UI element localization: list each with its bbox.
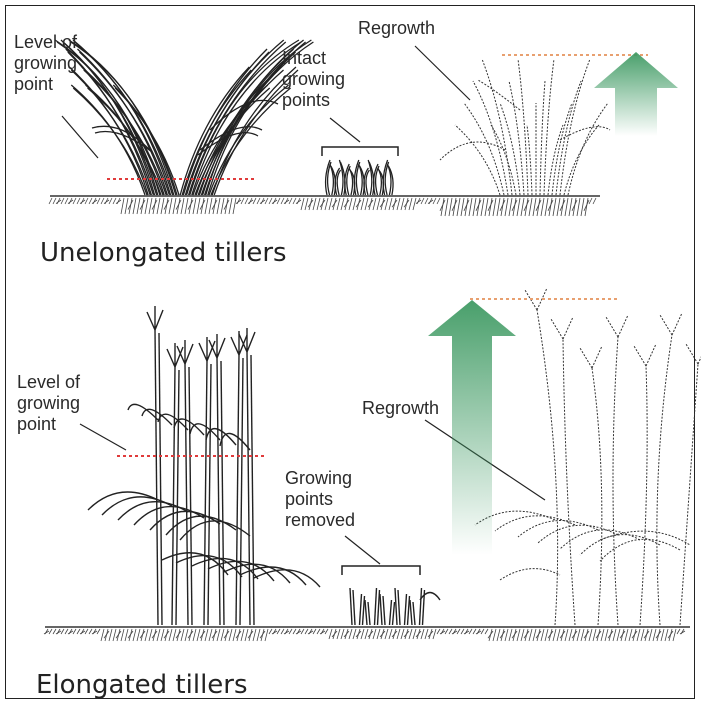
level-of-growing-point-label-top: Level of growing point	[14, 32, 77, 95]
grass-clump-grazed	[326, 160, 394, 195]
grass-clump-uncut	[55, 40, 313, 195]
elongated-stems-uncut	[88, 306, 320, 625]
elongated-tillers-caption: Elongated tillers	[36, 670, 248, 700]
regrowth-arrow-large	[428, 300, 516, 555]
elongated-stems-regrowth	[475, 288, 701, 625]
regrowth-label-bottom: Regrowth	[362, 398, 439, 419]
regrowth-label-top: Regrowth	[358, 18, 435, 39]
removed-bracket	[342, 566, 420, 575]
elongated-stems-cut	[350, 588, 440, 625]
unelongated-tillers-caption: Unelongated tillers	[40, 238, 287, 268]
intact-growing-points-label: Intact growing points	[282, 48, 345, 111]
intact-bracket	[322, 147, 398, 156]
soil-hatch-top	[49, 198, 596, 216]
regrowth-arrow-small	[594, 52, 678, 136]
soil-hatch-bottom	[44, 629, 685, 641]
level-of-growing-point-label-bottom: Level of growing point	[17, 372, 80, 435]
growing-points-removed-label: Growing points removed	[285, 468, 355, 531]
grass-clump-regrowth	[440, 59, 610, 195]
